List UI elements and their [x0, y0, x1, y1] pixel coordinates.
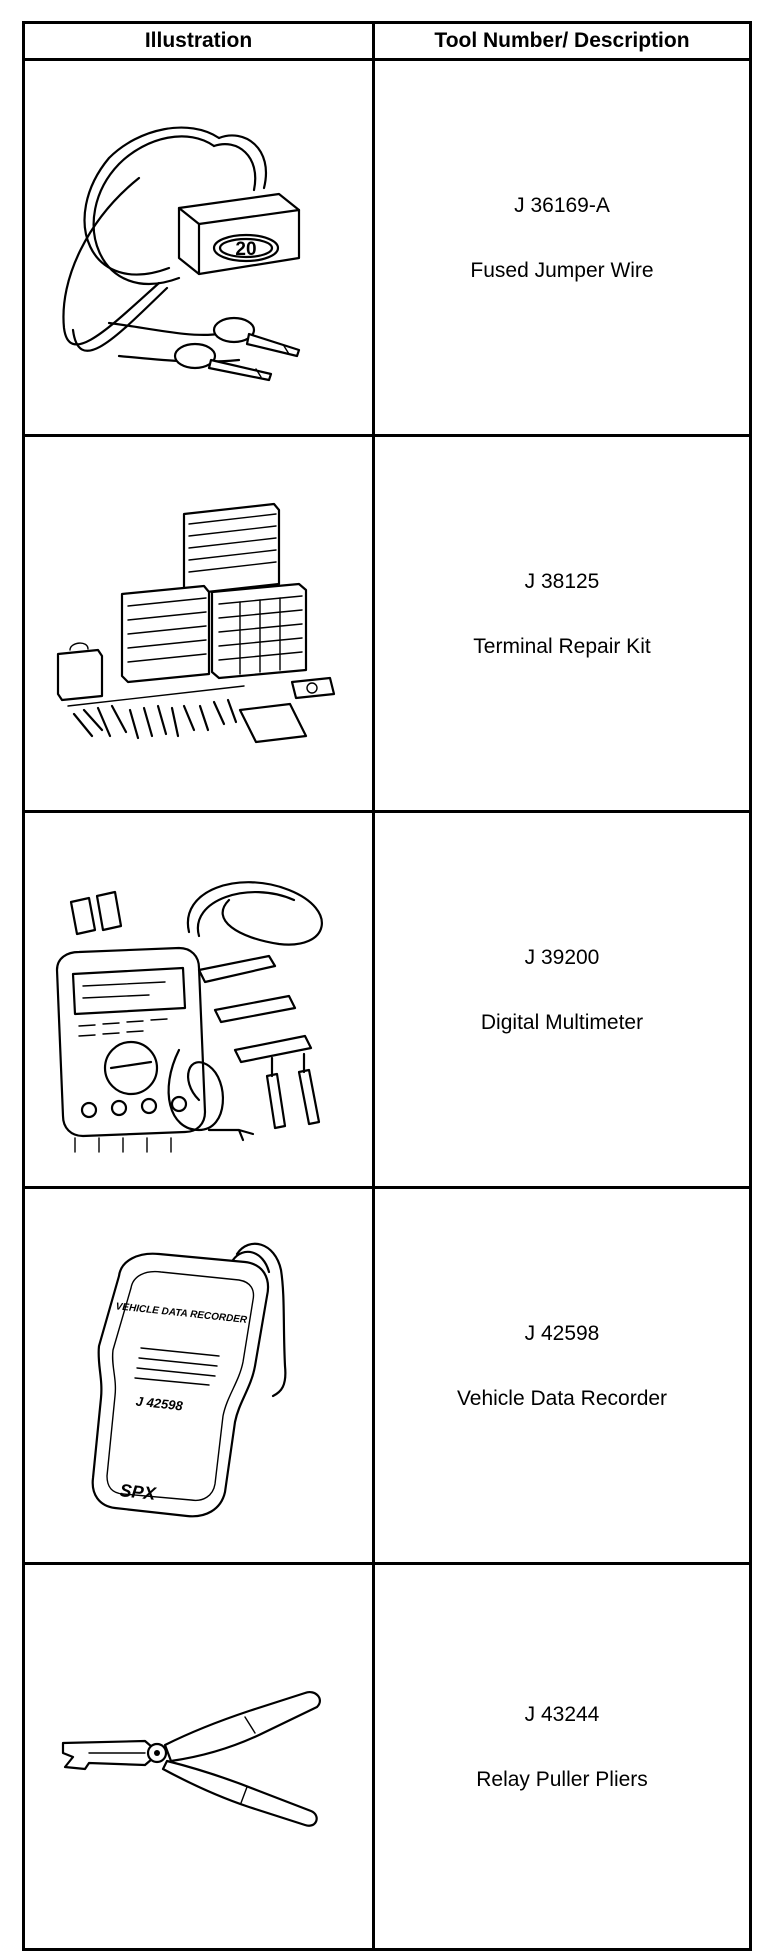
device-brand: SPX — [118, 1480, 157, 1504]
table-row: J 39200 Digital Multimeter — [22, 810, 752, 1189]
tool-description: Relay Puller Pliers — [476, 1767, 648, 1791]
fuse-rating-label: 20 — [235, 239, 256, 260]
tool-number: J 39200 — [524, 945, 600, 969]
tool-info-cell: J 38125 Terminal Repair Kit — [372, 434, 752, 813]
special-tools-table: Illustration Tool Number/ Description — [22, 21, 752, 1951]
relay-puller-pliers-icon — [61, 1690, 321, 1827]
illustration-cell: VEHICLE DATA RECORDER J 42598 SPX — [22, 1186, 375, 1565]
illustration-column-header: Illustration — [22, 21, 375, 61]
tool-number: J 36169-A — [514, 193, 610, 217]
table-row: 20 J 36169-A Fused Jumper Wire — [22, 58, 752, 437]
tool-info-cell: J 43244 Relay Puller Pliers — [372, 1562, 752, 1951]
tool-number: J 43244 — [524, 1702, 600, 1726]
device-model: J 42598 — [135, 1393, 184, 1413]
illustration-cell — [22, 810, 375, 1189]
illustration-cell: 20 — [22, 58, 375, 437]
digital-multimeter-icon — [55, 880, 323, 1153]
table-row: J 38125 Terminal Repair Kit — [22, 434, 752, 813]
tool-info-cell: J 39200 Digital Multimeter — [372, 810, 752, 1189]
header-row: Illustration Tool Number/ Description — [22, 21, 752, 61]
tool-description: Vehicle Data Recorder — [456, 1386, 668, 1410]
table-row: VEHICLE DATA RECORDER J 42598 SPX J 4259… — [22, 1186, 752, 1565]
tool-number: J 38125 — [524, 569, 600, 593]
vehicle-data-recorder-icon: VEHICLE DATA RECORDER J 42598 SPX — [91, 1242, 286, 1517]
tool-column-header: Tool Number/ Description — [372, 21, 752, 61]
tool-description: Terminal Repair Kit — [473, 634, 651, 658]
fused-jumper-wire-icon: 20 — [61, 126, 300, 381]
tool-info-cell: J 42598 Vehicle Data Recorder — [372, 1186, 752, 1565]
table-row: J 43244 Relay Puller Pliers — [22, 1562, 752, 1951]
illustration-cell — [22, 1562, 375, 1951]
tool-number: J 42598 — [524, 1321, 600, 1345]
tool-description: Digital Multimeter — [480, 1010, 644, 1034]
terminal-repair-kit-icon — [56, 502, 335, 743]
tool-description: Fused Jumper Wire — [470, 258, 654, 282]
tool-info-cell: J 36169-A Fused Jumper Wire — [372, 58, 752, 437]
illustration-cell — [22, 434, 375, 813]
